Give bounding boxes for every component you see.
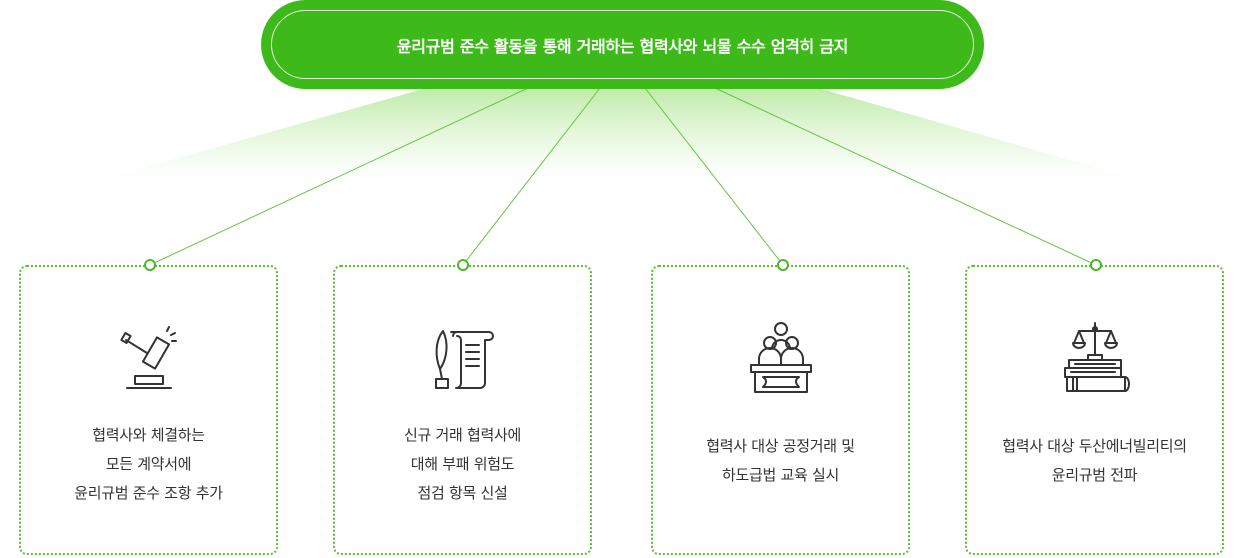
card-corruption-check: 신규 거래 협력사에 대해 부패 위험도 점검 항목 신설 [333,265,592,555]
scroll-quill-icon [434,330,494,389]
connector-line-3 [644,87,784,266]
card-text-line: 하도급법 교육 실시 [722,466,839,484]
card-text-line: 대해 부패 위험도 [410,455,515,473]
card-text-line: 협력사 대상 공정거래 및 [706,437,855,455]
card-text-line: 신규 거래 협력사에 [404,426,521,444]
connector-dot [1090,259,1102,271]
headline-banner: 윤리규범 준수 활동을 통해 거래하는 협력사와 뇌물 수수 엄격히 금지 [261,0,984,89]
connector-dot [457,259,469,271]
banner-inner-frame: 윤리규범 준수 활동을 통해 거래하는 협력사와 뇌물 수수 엄격히 금지 [271,10,974,79]
gavel-icon [119,326,177,389]
light-fan [100,80,1140,180]
card-text-line: 모든 계약서에 [105,455,192,473]
audience-podium-icon [749,322,812,393]
connector-line-1 [149,87,529,266]
card-text: 협력사 대상 공정거래 및 하도급법 교육 실시 [653,432,908,490]
connector-dot [144,259,156,271]
card-ethics-dissemination: 협력사 대상 두산에너빌리티의 윤리규범 전파 [965,265,1224,555]
card-fair-trade-education: 협력사 대상 공정거래 및 하도급법 교육 실시 [651,265,910,555]
card-text: 신규 거래 협력사에 대해 부패 위험도 점검 항목 신설 [335,421,590,508]
banner-title: 윤리규범 준수 활동을 통해 거래하는 협력사와 뇌물 수수 엄격히 금지 [396,36,849,56]
card-text-line: 점검 항목 신설 [417,484,508,502]
scales-books-icon [1063,322,1130,392]
card-text-line: 윤리규범 전파 [1051,466,1138,484]
card-contract-clause: 협력사와 체결하는 모든 계약서에 윤리규범 준수 조항 추가 [19,265,278,555]
card-text-line: 윤리규범 준수 조항 추가 [74,484,223,502]
connector-line-2 [462,87,601,266]
card-text: 협력사와 체결하는 모든 계약서에 윤리규범 준수 조항 추가 [21,421,276,508]
card-text-line: 협력사 대상 두산에너빌리티의 [1002,437,1187,455]
card-text: 협력사 대상 두산에너빌리티의 윤리규범 전파 [967,432,1222,490]
connector-line-4 [714,87,1097,266]
card-text-line: 협력사와 체결하는 [92,426,205,444]
connector-dot [777,259,789,271]
